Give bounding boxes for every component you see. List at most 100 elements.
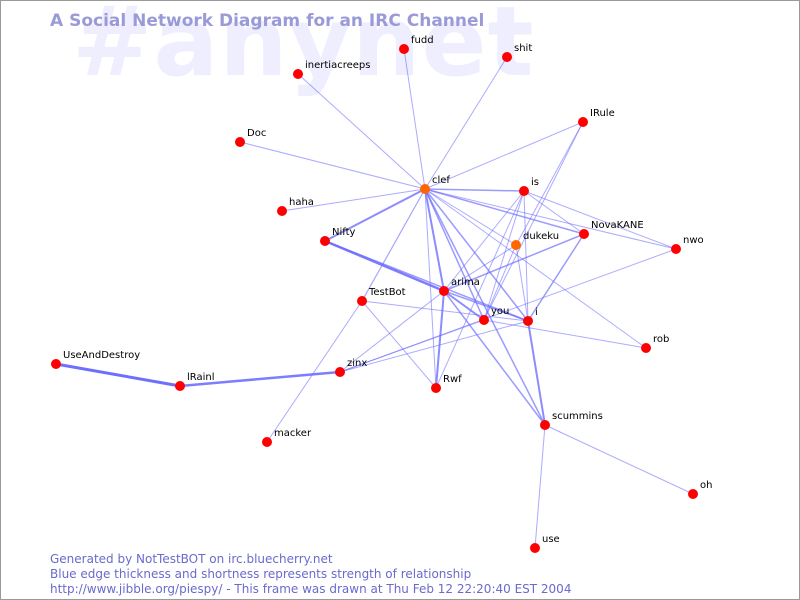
node-dot [578,117,588,127]
node-is: is [519,177,539,196]
node-dot [523,316,533,326]
node-label: rob [653,334,669,345]
edge-clef-haha [281,188,426,212]
node-TestBot: TestBot [357,287,406,306]
edge-Nifty-i [324,240,529,322]
edge-UseAndDestroy-IRainI [54,362,182,388]
edge-clef-Doc [239,141,426,190]
node-dot [671,244,681,254]
node-IRule: IRule [578,108,615,127]
node-label: haha [289,197,314,208]
node-dot [439,286,449,296]
node-inertiacreeps: inertiacreeps [293,60,370,79]
edge-clef-scummins [424,188,546,426]
node-dot [293,69,303,79]
edge-is-arima [443,190,525,292]
node-clef: clef [420,175,450,194]
node-dot [262,437,272,447]
node-dot [479,315,489,325]
node-label: arima [451,277,480,288]
edge-clef-inertiacreeps [297,73,426,190]
edge-i-scummins [527,320,546,426]
node-label: scummins [552,411,603,422]
node-label: inertiacreeps [305,60,370,71]
node-i: i [523,307,538,326]
node-dot [511,240,521,250]
footer-line-url: http://www.jibble.org/piespy/ - This fra… [50,582,572,596]
edge-i-zinx [339,320,529,373]
edge-clef-fudd [403,48,426,190]
edges-layer [54,48,694,549]
edge-IRule-dukeku [515,121,584,246]
node-dot [175,381,185,391]
node-oh: oh [688,480,712,499]
edge-clef-Rwf [424,188,437,389]
node-label: clef [432,175,450,186]
node-label: nwo [683,235,704,246]
footer-line-legend: Blue edge thickness and shortness repres… [50,567,472,581]
edge-you-rob [483,319,647,349]
edge-nwo-zinx [339,248,677,373]
edge-clef-is [424,188,525,192]
edge-NovaKANE-i [527,233,585,322]
node-Nifty: Nifty [320,227,356,246]
node-label: use [542,534,560,545]
node-label: is [531,177,539,188]
node-label: lRainl [187,372,215,383]
edge-clef-arima [424,188,445,292]
node-scummins: scummins [540,411,603,430]
node-dukeku: dukeku [511,231,559,250]
node-NovaKANE: NovaKANE [579,220,644,239]
node-IRainI: lRainl [175,372,215,391]
node-dot [335,367,345,377]
node-dot [51,359,61,369]
node-dot [399,44,409,54]
node-macker: macker [262,428,312,447]
edge-scummins-oh [544,424,694,495]
node-dot [540,420,550,430]
node-label: NovaKANE [591,220,644,231]
edge-arima-zinx [339,290,445,373]
node-shit: shit [502,43,532,62]
edge-NovaKANE-arima [443,233,585,292]
edge-arima-i [443,290,529,322]
node-dot [320,236,330,246]
node-zinx: zinx [335,358,367,377]
edge-TestBot-Rwf [361,300,437,389]
edge-is-Rwf [435,190,525,389]
footer-line-generator: Generated by NotTestBOT on irc.bluecherr… [50,552,333,566]
node-label: fudd [411,35,434,46]
edge-is-i [523,190,529,322]
edge-is-nwo [523,190,677,250]
edge-is-NovaKANE [523,190,585,235]
node-label: zinx [347,358,367,369]
node-dot [235,137,245,147]
edge-clef-rob [424,188,647,349]
node-Rwf: Rwf [431,374,462,393]
node-dot [277,206,287,216]
node-label: TestBot [368,287,406,298]
node-label: dukeku [523,231,559,242]
node-label: shit [514,43,532,54]
node-dot [579,229,589,239]
edge-scummins-use [534,424,546,549]
edge-IRule-you [483,121,584,321]
diagram-title: A Social Network Diagram for an IRC Chan… [50,11,485,31]
node-label: Nifty [332,227,356,238]
node-dot [420,184,430,194]
node-UseAndDestroy: UseAndDestroy [51,350,140,369]
edge-arima-Rwf [435,290,445,389]
edge-clef-dukeku [424,188,517,246]
node-label: UseAndDestroy [63,350,140,361]
node-dot [688,489,698,499]
footer: Generated by NotTestBOT on irc.bluecherr… [50,552,571,597]
node-haha: haha [277,197,314,216]
node-dot [357,296,367,306]
node-label: IRule [590,108,615,119]
edge-clef-i [424,188,529,322]
node-rob: rob [641,334,669,353]
node-label: Doc [247,128,266,139]
